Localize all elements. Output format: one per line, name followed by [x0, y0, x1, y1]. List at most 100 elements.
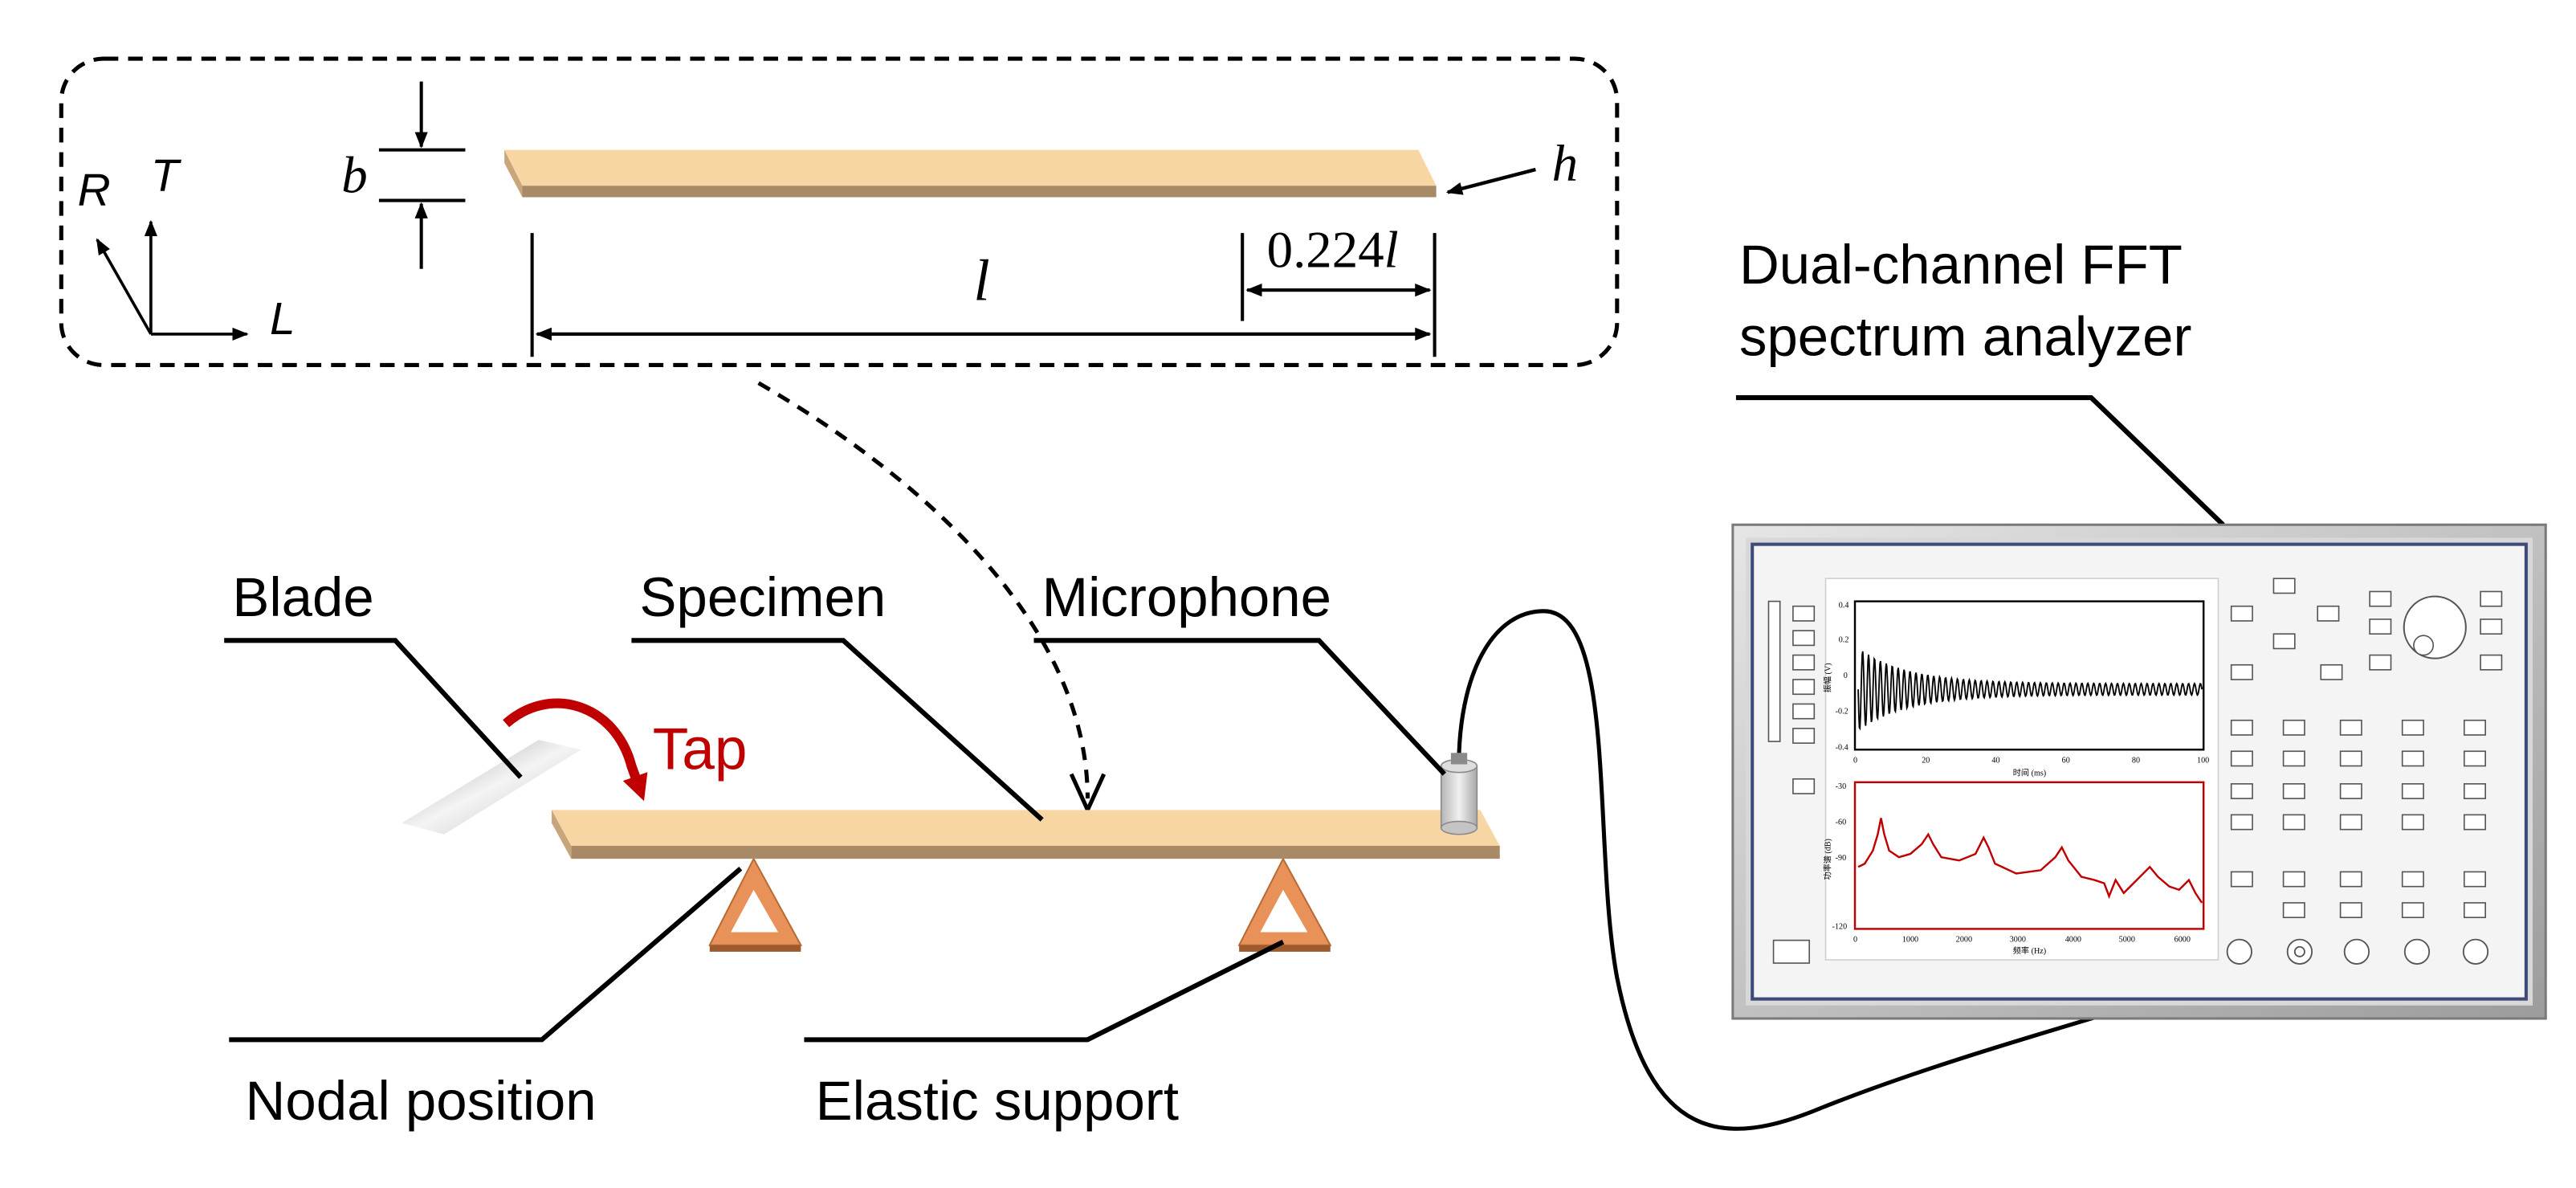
spectrum-xtick-3: 2000: [1956, 936, 1972, 945]
analyzer-button[interactable]: [2401, 750, 2424, 767]
fft-analyzer: 0.4 0.2 0 -0.2 -0.4 0 20 40 60 80 100 时间…: [1731, 523, 2547, 1020]
time-ylabel: 振幅 (V): [1823, 663, 1833, 692]
dimension-nodal-label: 0.224l: [1267, 222, 1399, 280]
analyzer-button[interactable]: [2339, 814, 2362, 831]
nodal-length-symbol: l: [1384, 222, 1399, 280]
tap-label: Tap: [653, 717, 748, 782]
analyzer-button[interactable]: [2401, 902, 2424, 919]
spectrum-ytick-2: -60: [1836, 819, 1847, 827]
time-xtick-3: 40: [1991, 756, 1999, 765]
time-xtick-5: 80: [2132, 756, 2140, 765]
analyzer-knob[interactable]: [2403, 595, 2467, 659]
analyzer-button[interactable]: [2282, 902, 2305, 919]
time-xtick-1: 0: [1853, 756, 1857, 765]
time-xtick-4: 60: [2062, 756, 2070, 765]
analyzer-button[interactable]: [2463, 783, 2486, 799]
analyzer-button[interactable]: [2230, 783, 2253, 799]
leader-analyzer: [1735, 394, 2225, 527]
analyzer-button[interactable]: [2463, 750, 2486, 767]
analyzer-button[interactable]: [2230, 814, 2253, 831]
analyzer-button[interactable]: [2480, 590, 2503, 607]
leader-microphone: [1033, 638, 1446, 776]
leader-lines: [224, 394, 2225, 1043]
analyzer-button[interactable]: [2230, 605, 2253, 622]
analyzer-button[interactable]: [2230, 663, 2253, 680]
time-ytick-2: 0.2: [1839, 635, 1849, 644]
label-analyzer-line1: Dual-channel FFT: [1739, 234, 2183, 296]
analyzer-button-panel[interactable]: [2230, 578, 2503, 919]
inset-to-specimen-arrow: [757, 381, 1090, 799]
analyzer-button[interactable]: [2272, 578, 2296, 594]
analyzer-button[interactable]: [2339, 871, 2362, 888]
analyzer-button[interactable]: [2339, 719, 2362, 736]
analyzer-button[interactable]: [2230, 750, 2253, 767]
spectrum-xtick-7: 6000: [2175, 936, 2191, 945]
spectrum-xtick-5: 4000: [2065, 936, 2081, 945]
spectrum-xtick-6: 5000: [2119, 936, 2135, 945]
spectrum-ylabel: 功率谱 (dB): [1823, 839, 1833, 880]
spectrum-xtick-4: 3000: [2010, 936, 2026, 945]
dimension-l: [530, 233, 1437, 357]
analyzer-button[interactable]: [2339, 750, 2362, 767]
label-specimen: Specimen: [640, 566, 887, 628]
analyzer-button[interactable]: [2339, 902, 2362, 919]
spectrum-ytick-3: -90: [1836, 854, 1847, 863]
time-xlabel: 时间 (ms): [2013, 768, 2046, 778]
time-ytick-1: 0.4: [1839, 602, 1849, 610]
analyzer-button[interactable]: [2282, 719, 2305, 736]
analyzer-button[interactable]: [2282, 750, 2305, 767]
label-nodal-position: Nodal position: [246, 1070, 597, 1132]
time-signal-line: [1857, 651, 2203, 731]
analyzer-button[interactable]: [2463, 902, 2486, 919]
spectrum-xtick-2: 1000: [1902, 936, 1918, 945]
analyzer-button[interactable]: [2463, 871, 2486, 888]
analyzer-button[interactable]: [2282, 871, 2305, 888]
analyzer-button[interactable]: [2339, 783, 2362, 799]
label-analyzer-line2: spectrum analyzer: [1739, 305, 2191, 367]
analyzer-button[interactable]: [2282, 814, 2305, 831]
leader-specimen: [631, 638, 1044, 822]
analyzer-button[interactable]: [2480, 654, 2503, 671]
dimension-b-label: b: [341, 146, 367, 204]
analyzer-button[interactable]: [2401, 871, 2424, 888]
inset-panel: R T L b h l 0.224l: [59, 56, 1620, 367]
analyzer-button[interactable]: [2401, 719, 2424, 736]
analyzer-left-controls[interactable]: [1767, 600, 1816, 964]
dimension-h-arrow: [1445, 167, 1536, 195]
analyzer-button[interactable]: [2369, 654, 2392, 671]
analyzer-button[interactable]: [2369, 590, 2392, 607]
analyzer-button[interactable]: [2480, 618, 2503, 635]
analyzer-button[interactable]: [2401, 814, 2424, 831]
elastic-support-right: [1237, 857, 1332, 952]
analyzer-button[interactable]: [2317, 605, 2340, 622]
spectrum-ytick-4: -120: [1832, 922, 1848, 931]
time-xtick-6: 100: [2197, 756, 2209, 765]
time-ytick-4: -0.2: [1836, 708, 1848, 716]
inset-specimen: [504, 149, 1437, 198]
leader-elastic: [804, 939, 1285, 1043]
tap-arrow: [503, 698, 648, 802]
nodal-fraction: 0.224: [1267, 222, 1384, 280]
analyzer-button[interactable]: [2272, 633, 2296, 650]
analyzer-button[interactable]: [2401, 783, 2424, 799]
microphone-shape: [1440, 753, 1478, 835]
leader-nodal: [229, 867, 743, 1043]
analyzer-button[interactable]: [2369, 618, 2392, 635]
dimension-h-label: h: [1552, 135, 1578, 193]
analyzer-button[interactable]: [2230, 719, 2253, 736]
spectrum-xtick-1: 0: [1853, 936, 1857, 945]
analyzer-button[interactable]: [2282, 783, 2305, 799]
time-plot: 0.4 0.2 0 -0.2 -0.4 0 20 40 60 80 100 时间…: [1823, 600, 2209, 778]
dimension-l-label: l: [973, 247, 989, 312]
analyzer-button[interactable]: [2230, 871, 2253, 888]
label-elastic-support: Elastic support: [816, 1070, 1179, 1132]
analyzer-button[interactable]: [2463, 814, 2486, 831]
analyzer-button[interactable]: [2320, 663, 2343, 680]
microphone-cable: [1457, 609, 2302, 1131]
analyzer-connectors[interactable]: [2226, 938, 2489, 965]
time-ytick-3: 0: [1844, 672, 1848, 680]
analyzer-button[interactable]: [2463, 719, 2486, 736]
spectrum-ytick-1: -30: [1836, 782, 1847, 791]
spectrum-xlabel: 频率 (Hz): [2013, 945, 2046, 956]
